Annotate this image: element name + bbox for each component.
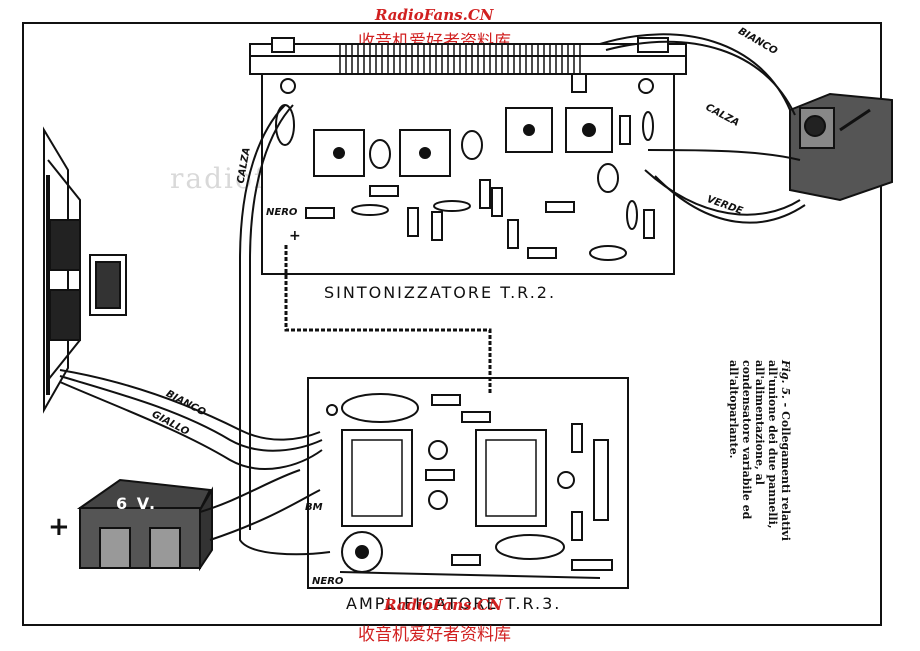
watermark-site-bottom: RadioFans.CN <box>384 596 503 614</box>
wires <box>59 33 806 579</box>
battery-plus-sign: + <box>48 512 70 542</box>
battery <box>76 478 213 572</box>
wire-label-nero-amp: NERO <box>312 576 344 587</box>
loudspeaker <box>43 126 127 414</box>
watermark-cn-bottom: 收音机爱好者资料库 <box>358 625 511 645</box>
battery-label: 6 V. <box>116 494 158 513</box>
amplifier-panel <box>307 377 629 589</box>
amplifier-panel-label: AMPLIFICATORE T.R.3. <box>346 594 562 613</box>
watermark-site-top: RadioFans.CN <box>375 6 494 24</box>
wire-label-nero-tuner: NERO <box>266 207 298 218</box>
wire-label-bm: BM <box>305 502 323 513</box>
diagram-frame <box>22 22 882 626</box>
tuner-plus-terminal: + <box>289 228 301 244</box>
caption-fig-number: Fig. 5. <box>779 360 792 399</box>
tuner-panel-label: SINTONIZZATORE T.R.2. <box>324 283 557 302</box>
tuner-panel <box>249 37 687 275</box>
variable-capacitor <box>789 92 893 202</box>
figure-caption: Fig. 5. - Collegamenti relativi all'unio… <box>727 360 792 560</box>
